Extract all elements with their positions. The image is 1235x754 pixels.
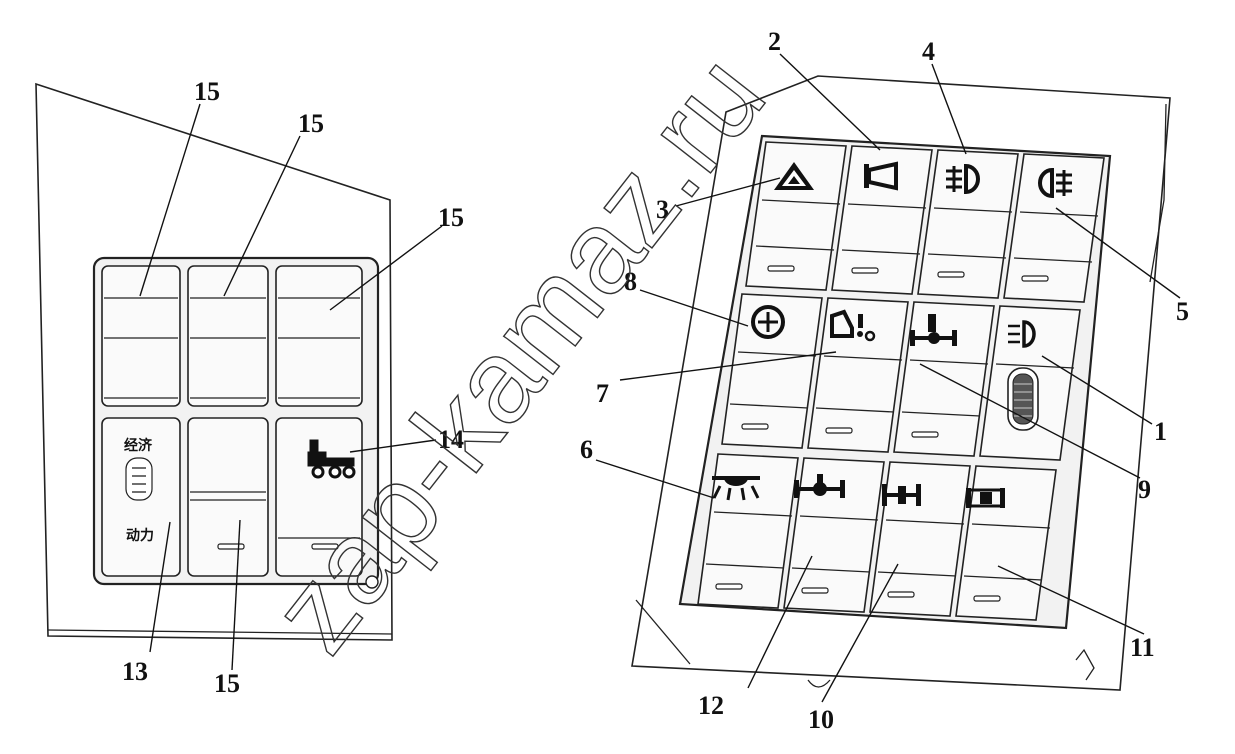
axle-lock-key[interactable] [783,457,885,613]
left-blank-key-1[interactable] [101,265,181,407]
callout-4: 4 [922,37,935,66]
callout-8: 8 [624,267,637,296]
callout-9: 9 [1138,475,1151,504]
axle-lock-icon [794,474,845,498]
economy-label: 经济 [124,437,153,454]
callout-15-c: 15 [438,203,464,232]
callout-1: 1 [1154,417,1167,446]
work-light-icon [712,476,760,501]
left-blank-key-3[interactable] [275,265,363,407]
horn-icon [864,161,898,191]
cab-tilt-key[interactable] [807,297,909,453]
callout-labels: 15 15 15 14 13 15 2 4 3 5 8 7 1 9 6 11 1… [122,27,1189,734]
screw-hole [365,575,379,589]
differential-lock-key[interactable] [721,293,823,449]
headlight-leveling-icon [1008,320,1036,348]
horn-key[interactable] [831,145,933,295]
callout-11: 11 [1130,633,1155,662]
hazard-warning-icon [774,162,814,190]
callout-15-a: 15 [194,77,220,106]
rear-fog-light-key[interactable] [1003,153,1105,303]
callout-7: 7 [596,379,609,408]
headlight-leveling-key[interactable] [979,305,1081,461]
power-label: 动力 [126,527,154,544]
callout-5: 5 [1176,297,1189,326]
callout-3: 3 [656,195,669,224]
rear-axle-lock-icon [966,488,1005,508]
callout-15-d: 15 [214,669,240,698]
callout-2: 2 [768,27,781,56]
callout-6: 6 [580,435,593,464]
left-blank-key-2[interactable] [187,265,269,407]
tractor-trailer-icon [307,439,356,479]
callout-10: 10 [808,705,834,734]
callout-12: 12 [698,691,724,720]
leveling-thumbwheel[interactable] [1007,367,1039,431]
cab-tilt-icon [830,309,876,342]
left-leader-lines [139,103,443,671]
inter-axle-lock-icon [910,314,957,346]
callout-15-b: 15 [298,109,324,138]
left-blank-key-4[interactable] [187,417,269,577]
right-leader-lines [595,53,1181,703]
callout-14: 14 [438,425,464,454]
callout-13: 13 [122,657,148,686]
front-fog-light-key[interactable] [917,149,1019,299]
economy-power-mode-switch[interactable]: 经济 动力 [101,417,181,577]
hazard-warning-key[interactable] [745,141,847,291]
work-light-key[interactable] [697,453,799,609]
mounting-clip [807,679,831,688]
differential-lock-icon [751,305,785,339]
tractor-trailer-key[interactable] [275,417,363,577]
rear-fog-light-icon [1038,167,1072,199]
front-fog-light-icon [946,163,980,195]
single-axle-lock-key[interactable] [869,461,971,617]
left-switch-panel: 经济 动力 [35,82,393,641]
inter-axle-lock-key[interactable] [893,301,995,457]
mounting-tab [1075,648,1095,681]
single-axle-lock-icon [882,484,921,506]
